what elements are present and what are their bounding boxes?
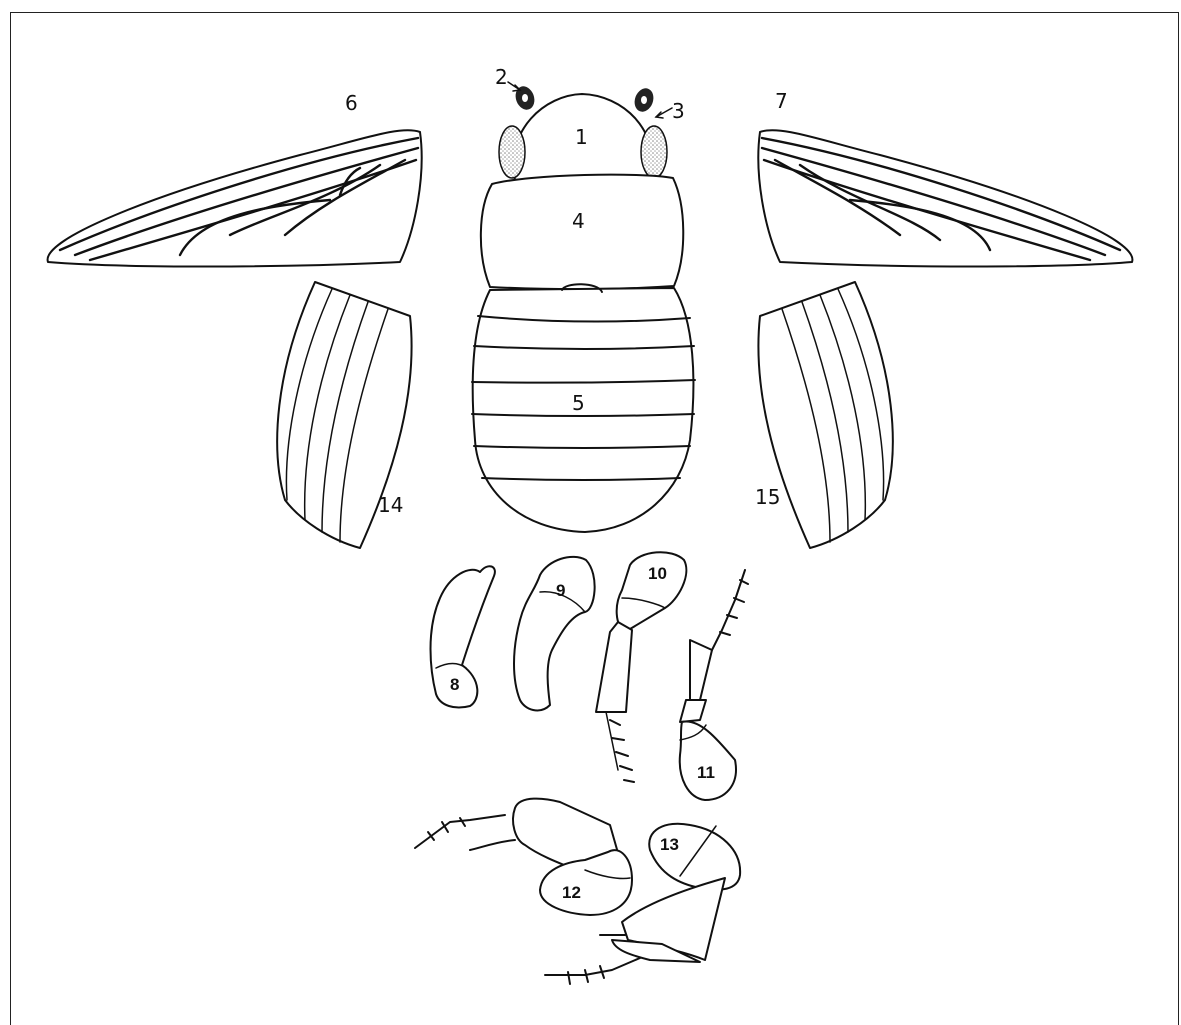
label-9: 9 [556,581,565,600]
label-7: 7 [775,89,788,113]
label-15: 15 [755,485,780,509]
label-4: 4 [572,209,585,233]
label-5: 5 [572,391,585,415]
label-10: 10 [648,564,667,583]
leg-10 [596,552,686,782]
label-2: 2 [495,65,508,89]
leg-8 [431,566,495,707]
leg-9 [514,557,595,711]
right-compound-eye [641,126,667,178]
left-compound-eye [499,126,525,178]
label-1: 1 [575,125,588,149]
label-12: 12 [562,883,581,902]
label-8: 8 [450,675,459,694]
right-hindwing [758,130,1132,266]
label-6: 6 [345,91,358,115]
leg-12 [415,799,632,915]
label-3: 3 [672,99,685,123]
label-14: 14 [378,493,403,517]
label-13: 13 [660,835,679,854]
left-hindwing [48,130,422,266]
label-11: 11 [697,763,715,782]
